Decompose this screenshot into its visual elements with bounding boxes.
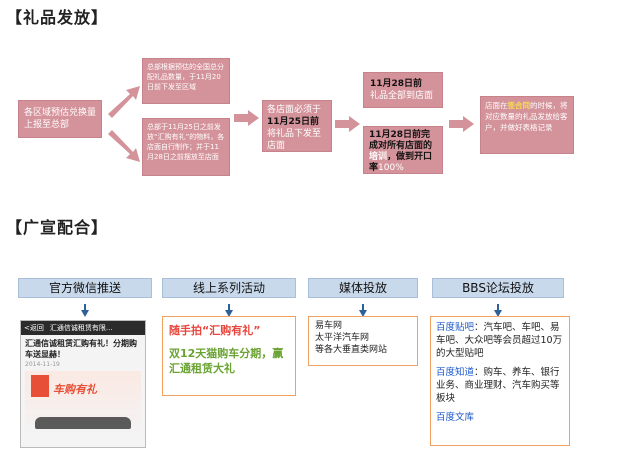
- section-title-gift-distribution: 【礼品发放】: [6, 8, 109, 27]
- flow-step-handout-post: 的时候，将对应数量的礼品发放给客户，并做好表格记录: [485, 101, 568, 132]
- down-arrow-icon: [494, 304, 502, 317]
- flow-arrow-to-deadlines: [335, 116, 360, 132]
- wechat-article-title: 汇通信诚租赁汇购有礼！分期购车送显赫！: [25, 339, 137, 359]
- flow-step-training-mid: ，做到: [387, 152, 415, 162]
- wechat-banner-text: 车购有礼: [53, 383, 97, 396]
- wechat-article-banner: 车购有礼: [25, 371, 141, 433]
- flow-step-handout-highlight: 签合同: [507, 101, 531, 110]
- online-activities-box: 随手拍“汇购有礼” 双12天猫购车分期，赢汇通租赁大礼: [162, 316, 296, 396]
- wechat-article-screenshot: <返回 汇通信诚租赁有限... 汇通信诚租赁汇购有礼！分期购车送显赫！ 2014…: [20, 320, 146, 448]
- column-header-online: 线上系列活动: [162, 278, 296, 298]
- column-header-wechat: 官方微信推送: [18, 278, 152, 298]
- flow-step-hq-materials: 总部于11月25日之前发放“汇购有礼”的物料，各店面自行制作；并于11月28日之…: [142, 118, 230, 176]
- bbs-tieba: 百度贴吧：汽车吧、车吧、易车吧、大众吧等会员超过10万的大型贴吧: [436, 321, 564, 360]
- down-arrow-icon: [225, 304, 233, 317]
- flow-step-store-delivery: 各店面必须于 11月25日前将礼品下发至店面: [262, 100, 332, 152]
- flow-step-training-openrate: 开口率: [369, 152, 433, 173]
- bbs-wenku-label: 百度文库: [436, 412, 475, 423]
- flow-step-store-delivery-pre: 各店面必须于: [267, 105, 322, 115]
- media-site-pcauto: 太平洋汽车网: [315, 333, 370, 343]
- down-arrow-icon: [81, 304, 89, 317]
- online-activity-tmall: 双12天猫购车分期，赢汇通租赁大礼: [169, 347, 284, 375]
- flow-arrow-to-handout: [449, 116, 474, 132]
- bbs-zhidao-label: 百度知道: [436, 367, 475, 378]
- flow-step-gifts-arrive-text: 礼品全部到店面: [370, 91, 434, 101]
- flow-step-training: 11月28日前完成对所有店面的培训，做到开口率100%: [363, 126, 443, 174]
- flow-step-gifts-arrive: 11月28日前 礼品全部到店面: [363, 72, 443, 108]
- bbs-zhidao: 百度知道：购车、养车、银行业务、商业理财、汽车购买等板块: [436, 366, 564, 405]
- wechat-article-date: 2014-11-19: [25, 361, 60, 368]
- wechat-back-link[interactable]: <返回: [24, 324, 44, 332]
- media-site-others: 等各大垂直类网站: [315, 345, 388, 355]
- flow-step-store-delivery-post: 将礼品下发至店面: [267, 129, 322, 151]
- bbs-tieba-label: 百度贴吧: [436, 322, 475, 333]
- flow-step-hq-allocation-text: 总部根据预估的全国总分配礼品数量，于11月20日前下发至区域: [147, 63, 224, 91]
- flow-arrow-to-stores: [234, 110, 259, 126]
- column-header-bbs: BBS论坛投放: [432, 278, 564, 298]
- section-title-promotion: 【广宣配合】: [6, 218, 109, 237]
- wechat-app-bar: <返回 汇通信诚租赁有限...: [21, 321, 145, 335]
- media-placement-box: 易车网 太平洋汽车网 等各大垂直类网站: [308, 316, 418, 366]
- flow-step-training-percent: 100%: [378, 163, 404, 173]
- flow-step-training-pre: 11月28日前完成对所有店面的: [369, 130, 433, 151]
- flow-step-store-delivery-date: 11月25日前: [267, 117, 320, 127]
- wechat-app-title: 汇通信诚租赁有限...: [49, 324, 113, 332]
- flow-branch-arrows: [108, 86, 140, 162]
- flow-step-handout-pre: 店面在: [485, 101, 508, 110]
- flow-step-handout: 店面在签合同的时候，将对应数量的礼品发放给客户，并做好表格记录: [480, 96, 574, 154]
- online-activity-photo: 随手拍“汇购有礼”: [169, 324, 261, 337]
- flow-step-region-report-text: 各区域预估兑换量上报至总部: [24, 108, 97, 130]
- flow-step-hq-materials-text: 总部于11月25日之前发放“汇购有礼”的物料，各店面自行制作；并于11月28日之…: [147, 123, 225, 161]
- bbs-zhidao-text: ：购车、养车、银行业务、商业理财、汽车购买等板块: [436, 367, 560, 404]
- down-arrow-icon: [359, 304, 367, 317]
- flow-step-hq-allocation: 总部根据预估的全国总分配礼品数量，于11月20日前下发至区域: [142, 58, 230, 104]
- flow-step-region-report: 各区域预估兑换量上报至总部: [18, 100, 102, 138]
- bbs-placement-box: 百度贴吧：汽车吧、车吧、易车吧、大众吧等会员超过10万的大型贴吧 百度知道：购车…: [430, 316, 570, 446]
- cars-illustration-icon: [35, 417, 131, 429]
- media-site-yiche: 易车网: [315, 321, 343, 331]
- column-header-media: 媒体投放: [308, 278, 418, 298]
- gift-box-icon: [31, 375, 49, 397]
- bbs-tieba-text: ：汽车吧、车吧、易车吧、大众吧等会员超过10万的大型贴吧: [436, 322, 563, 359]
- flow-step-gifts-arrive-date: 11月28日前: [370, 79, 423, 89]
- flow-step-training-keyword: 培训: [369, 152, 388, 162]
